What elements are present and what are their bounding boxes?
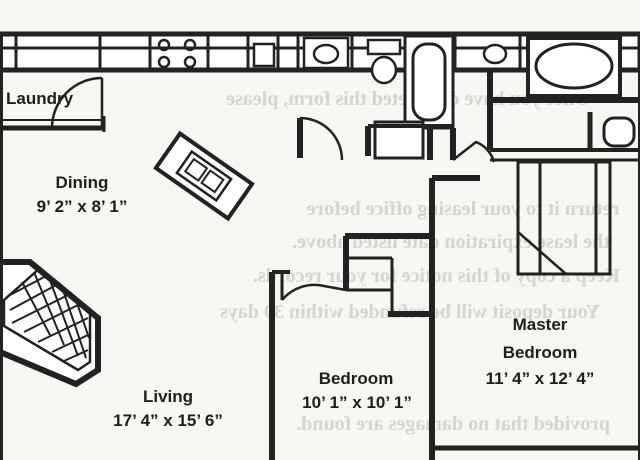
- bleed-line-4: Keep a copy of this notice for your reco…: [253, 265, 620, 287]
- hall-walls: [297, 116, 496, 163]
- bedroom-walls: [269, 233, 432, 460]
- living-label: Living: [142, 387, 194, 406]
- bleed-line-3: the lease expiration date listed above.: [292, 231, 610, 253]
- garden-tub-icon: [526, 36, 622, 98]
- master-bedroom-walls: [429, 34, 640, 460]
- master-label: Master: [512, 315, 568, 334]
- range-icon: [157, 38, 197, 69]
- kitchen-sink-icon: [252, 42, 276, 68]
- laundry-walls: [0, 76, 106, 132]
- living-size: 17’ 4” x 15’ 6”: [113, 411, 223, 430]
- laundry-label: Laundry: [6, 89, 74, 108]
- bleed-line-2: return it to your leasing office before: [307, 198, 620, 220]
- bedroom-size: 10’ 1” x 10’ 1”: [302, 393, 412, 412]
- kitchen-island-icon: [153, 130, 255, 222]
- bleed-line-6: provided that no damages are found.: [296, 413, 610, 435]
- sink-icon: [302, 36, 350, 70]
- toilet-icon: [366, 38, 402, 85]
- bedroom-label: Bedroom: [318, 369, 394, 388]
- master-label-2: Bedroom: [502, 343, 578, 362]
- vanity-sink-icon: [482, 43, 508, 65]
- master-size: 11’ 4” x 12’ 4”: [485, 369, 595, 388]
- fireplace-icon: [0, 259, 101, 388]
- dining-size: 9’ 2” x 8’ 1”: [36, 197, 128, 216]
- master-bath-walls: [487, 70, 640, 276]
- bathtub-icon: [403, 34, 455, 130]
- dining-label: Dining: [55, 173, 109, 192]
